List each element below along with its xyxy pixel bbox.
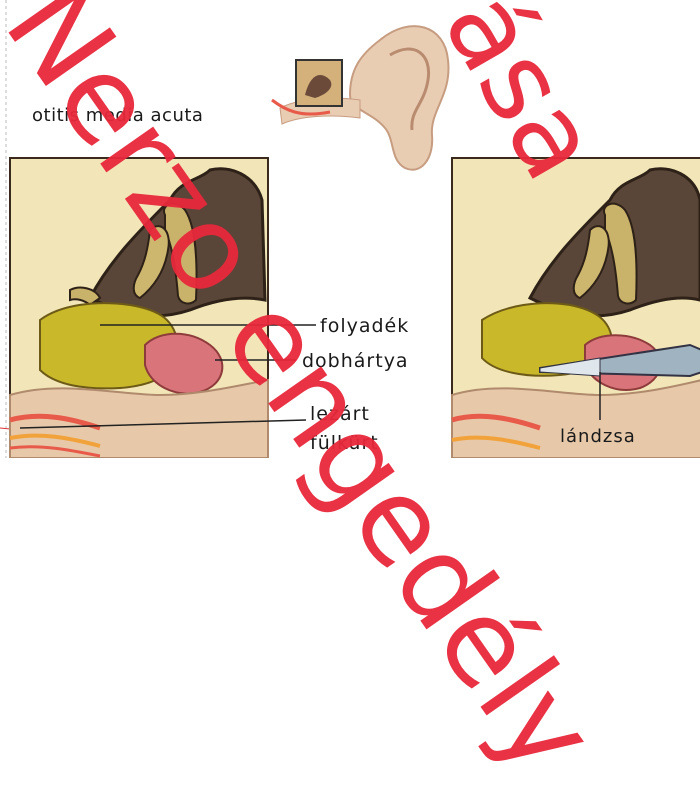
right-section-panel xyxy=(452,158,700,458)
diagram: otitis media acuta folyadék dobhártya le… xyxy=(0,0,700,458)
ear-illustration xyxy=(272,26,448,170)
label-lancet: lándzsa xyxy=(560,426,636,447)
